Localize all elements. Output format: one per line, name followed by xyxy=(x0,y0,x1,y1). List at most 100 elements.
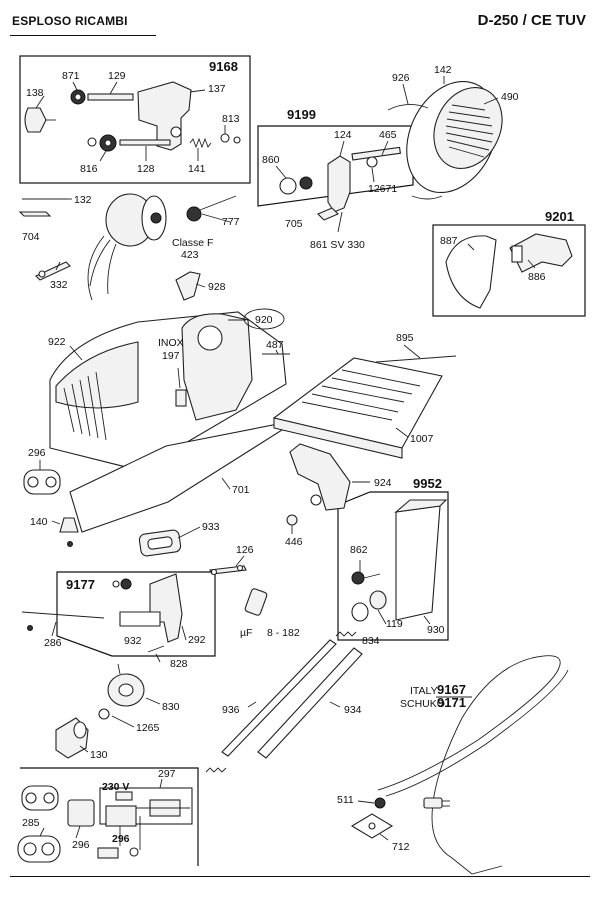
label-129: 129 xyxy=(108,70,126,82)
part-830-pulley xyxy=(107,663,145,707)
part-705-clip xyxy=(317,207,339,221)
label-197: 197 xyxy=(162,350,180,362)
label-828: 828 xyxy=(170,658,188,670)
label-schuko: SCHUKO xyxy=(400,698,445,710)
part-332-lever xyxy=(35,261,71,281)
part-285-switch-cover xyxy=(17,835,61,863)
label-126: 126 xyxy=(236,544,254,556)
page-title-left: ESPLOSO RICAMBI xyxy=(12,14,128,28)
label-1007: 1007 xyxy=(410,433,434,445)
label-230v: 230 V xyxy=(102,781,129,793)
part-9177-bracket xyxy=(112,573,183,643)
part-862-gear xyxy=(351,571,381,585)
part-8182-capacitor xyxy=(244,588,268,616)
label-936: 936 xyxy=(222,704,240,716)
label-834: 834 xyxy=(362,635,380,647)
group-number-9201: 9201 xyxy=(545,209,574,224)
part-704-clip xyxy=(18,211,52,217)
label-705: 705 xyxy=(285,218,303,230)
part-spring-lower xyxy=(205,767,227,773)
part-126-link xyxy=(209,564,247,576)
label-138: 138 xyxy=(26,87,44,99)
part-924-guard xyxy=(289,443,351,511)
label-924: 924 xyxy=(374,477,392,489)
group-box-9201 xyxy=(432,224,586,317)
part-124-arm xyxy=(327,155,351,213)
label-296-a: 296 xyxy=(28,447,46,459)
part-119-bushing xyxy=(351,590,387,622)
label-861-sv330: 861 SV 330 xyxy=(310,239,365,251)
label-296-c: 296 xyxy=(112,833,130,845)
title-underline xyxy=(10,35,156,36)
label-465: 465 xyxy=(379,129,397,141)
label-119: 119 xyxy=(386,618,403,630)
label-511: 511 xyxy=(337,794,354,806)
page-title-right: D-250 / CE TUV xyxy=(477,12,586,29)
part-141-spring xyxy=(189,137,212,149)
part-871-gear xyxy=(70,89,86,105)
label-816: 816 xyxy=(80,163,98,175)
label-142: 142 xyxy=(434,64,452,76)
label-830: 830 xyxy=(162,701,180,713)
label-934: 934 xyxy=(344,704,362,716)
label-862: 862 xyxy=(350,544,368,556)
label-141: 141 xyxy=(188,163,206,175)
part-834-spring xyxy=(335,631,357,637)
group-number-9171: 9171 xyxy=(437,695,466,710)
label-920: 920 xyxy=(255,314,273,326)
label-928: 928 xyxy=(208,281,226,293)
part-296-switch xyxy=(23,469,61,495)
label-704: 704 xyxy=(22,231,40,243)
part-128-pin xyxy=(119,139,171,146)
label-12671: 12671 xyxy=(368,183,397,195)
part-887-cover xyxy=(445,235,497,309)
part-926-ring xyxy=(387,104,443,200)
group-number-9177: 9177 xyxy=(66,577,95,592)
label-487: 487 xyxy=(266,339,284,351)
part-9167-power-cable xyxy=(377,655,569,875)
part-1007-tray xyxy=(272,357,443,459)
part-142-blade xyxy=(406,80,503,194)
label-332: 332 xyxy=(50,279,68,291)
part-130-knob xyxy=(55,717,89,759)
label-886: 886 xyxy=(528,271,546,283)
label-292: 292 xyxy=(188,634,206,646)
part-197-bracket xyxy=(175,389,187,407)
label-297: 297 xyxy=(158,768,176,780)
part-712-plate xyxy=(350,813,394,839)
label-895: 895 xyxy=(396,332,414,344)
group-number-9199: 9199 xyxy=(287,107,316,122)
part-286-rod xyxy=(21,611,105,631)
label-uf: µF xyxy=(240,627,252,639)
label-712: 712 xyxy=(392,841,410,853)
label-inox: INOX xyxy=(158,337,184,349)
part-446-knob xyxy=(286,514,298,534)
group-box-9168 xyxy=(19,55,251,184)
label-italy: ITALY xyxy=(410,685,438,697)
group-number-9167: 9167 xyxy=(437,682,466,697)
part-140-foot xyxy=(59,517,79,547)
group-number-9168: 9168 xyxy=(209,59,238,74)
label-140: 140 xyxy=(30,516,48,528)
label-490: 490 xyxy=(501,91,519,103)
part-423-motor xyxy=(87,193,167,301)
label-933: 933 xyxy=(202,521,220,533)
part-296-switch-b xyxy=(21,785,95,827)
label-124: 124 xyxy=(334,129,352,141)
group-box-wiring xyxy=(20,767,199,866)
part-465-shaft xyxy=(351,146,401,168)
part-933-grommet xyxy=(138,529,182,557)
label-446: 446 xyxy=(285,536,303,548)
part-828-screw xyxy=(147,645,165,653)
part-813-washer xyxy=(220,133,241,144)
group-box-9199 xyxy=(257,125,414,207)
label-130: 130 xyxy=(90,749,108,761)
group-number-9952: 9952 xyxy=(413,476,442,491)
label-932: 932 xyxy=(124,635,142,647)
part-777-screw xyxy=(186,195,237,222)
label-132: 132 xyxy=(74,194,92,206)
part-928-bracket xyxy=(175,271,201,301)
footer-line xyxy=(10,876,590,877)
part-511-nut xyxy=(374,797,386,809)
label-8-182: 8 - 182 xyxy=(267,627,300,639)
